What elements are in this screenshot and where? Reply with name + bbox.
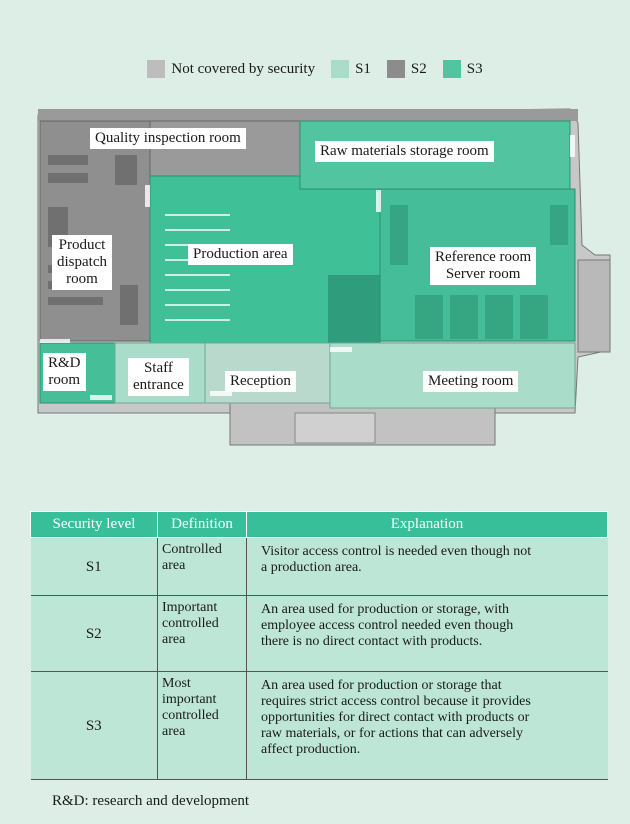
legend-label-s1: S1	[355, 60, 371, 77]
label-raw-text: Raw materials storage room	[320, 143, 489, 159]
header-explanation: Explanation	[246, 511, 608, 538]
header-definition: Definition	[157, 511, 247, 538]
label-staff-line2: entrance	[133, 377, 184, 393]
production-inner-walls	[328, 275, 380, 345]
table-header-row: Security level Definition Explanation	[30, 511, 608, 538]
definition-line: controlled	[162, 708, 219, 723]
label-reference-server-room: Reference room Server room	[430, 247, 537, 285]
label-staff-line1: Staff	[143, 360, 173, 376]
label-quality-inspection-room: Quality inspection room	[90, 128, 246, 149]
server-racks	[390, 205, 568, 339]
legend-swatch-s3	[442, 60, 461, 78]
legend-label-not-covered: Not covered by security	[171, 60, 316, 77]
label-rd-room: R&D room	[43, 353, 86, 391]
explanation-line: Visitor access control is needed even th…	[261, 544, 532, 559]
footnote: R&D: research and development	[52, 793, 250, 809]
explanation-line: employee access control needed even thou…	[261, 618, 514, 633]
explanation-line: raw materials, or for actions that can a…	[261, 726, 524, 741]
table-row: S2 Important controlled area An area use…	[30, 595, 608, 672]
entrance-steps	[294, 412, 376, 444]
definition-line: area	[162, 724, 186, 739]
legend-item-s2: S2	[386, 60, 427, 78]
legend-item-s3: S3	[442, 60, 483, 78]
cell-definition: Important controlled area	[157, 595, 247, 672]
explanation-line: opportunities for direct contact with pr…	[261, 710, 530, 725]
explanation-line: there is no direct contact with products…	[261, 634, 483, 649]
security-level-table: Security level Definition Explanation S1…	[30, 511, 608, 780]
cell-explanation: An area used for production or storage t…	[246, 671, 608, 780]
cell-definition: Controlled area	[157, 537, 247, 596]
label-raw-materials-storage-room: Raw materials storage room	[315, 141, 494, 162]
floor-plan: Quality inspection room Raw materials st…	[30, 95, 620, 450]
cell-level: S1	[30, 537, 158, 596]
definition-line: area	[162, 632, 186, 647]
legend-swatch-s1	[331, 60, 350, 78]
explanation-line: affect production.	[261, 742, 361, 757]
definition-line: Controlled	[162, 542, 222, 557]
label-staff-entrance: Staff entrance	[128, 358, 189, 396]
legend-label-s2: S2	[410, 60, 427, 77]
definition-line: controlled	[162, 616, 219, 631]
cell-level: S2	[30, 595, 158, 672]
header-security-level: Security level	[30, 511, 158, 538]
legend-item-s1: S1	[331, 60, 371, 78]
label-reception: Reception	[225, 371, 296, 392]
cell-definition: Most important controlled area	[157, 671, 247, 780]
legend-item-not-covered: Not covered by security	[147, 60, 315, 78]
definition-line: important	[162, 692, 217, 707]
explanation-line: An area used for production or storage, …	[261, 602, 510, 617]
label-reference-line1: Reference room	[435, 249, 532, 265]
label-dispatch-line3: room	[66, 271, 98, 287]
wall-hatches	[40, 135, 575, 400]
label-dispatch-line1: Product	[58, 237, 106, 253]
explanation-line: An area used for production or storage t…	[261, 678, 502, 693]
label-meeting-text: Meeting room	[428, 373, 514, 389]
definition-line: Most	[162, 676, 191, 691]
cell-level: S3	[30, 671, 158, 780]
table-row: S1 Controlled area Visitor access contro…	[30, 537, 608, 596]
cell-explanation: Visitor access control is needed even th…	[246, 537, 608, 596]
explanation-line: requires strict access control because i…	[261, 694, 531, 709]
label-rd-line1: R&D	[48, 355, 81, 371]
label-product-dispatch-room: Product dispatch room	[52, 235, 112, 290]
label-reference-line2: Server room	[445, 266, 521, 282]
legend-swatch-s2	[386, 60, 405, 78]
label-rd-line2: room	[48, 372, 81, 388]
legend: Not covered by security S1 S2 S3	[0, 58, 630, 80]
explanation-line: a production area.	[261, 560, 362, 575]
label-reception-text: Reception	[230, 373, 291, 389]
legend-label-s3: S3	[466, 60, 483, 77]
label-quality-text: Quality inspection room	[95, 130, 241, 146]
label-meeting-room: Meeting room	[423, 371, 519, 392]
label-production-text: Production area	[193, 246, 288, 262]
right-annex	[577, 259, 611, 353]
label-dispatch-line2: dispatch	[57, 254, 107, 270]
top-wall	[38, 109, 578, 121]
legend-swatch-not-covered	[147, 60, 166, 78]
definition-line: area	[162, 558, 186, 573]
cell-explanation: An area used for production or storage, …	[246, 595, 608, 672]
definition-line: Important	[162, 600, 218, 615]
label-production-area: Production area	[188, 244, 293, 265]
table-row: S3 Most important controlled area An are…	[30, 671, 608, 780]
